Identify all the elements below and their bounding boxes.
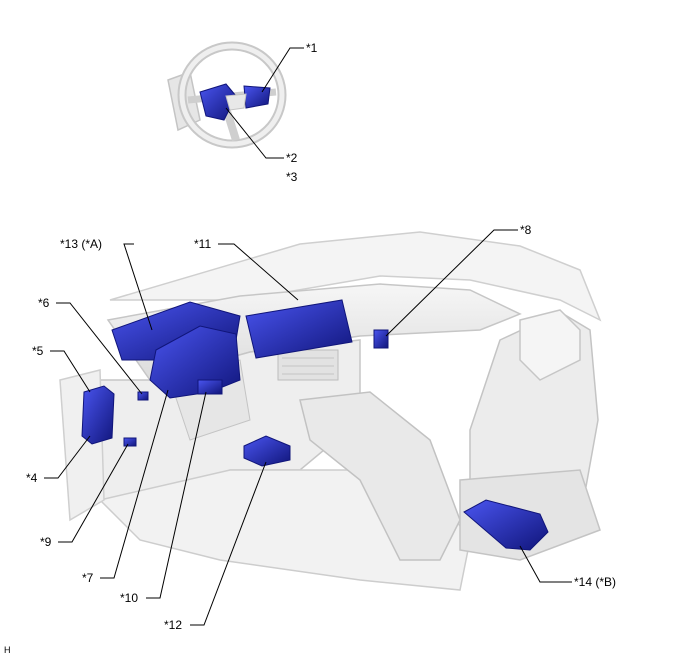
component-9-connector [123, 437, 137, 447]
steering-pad-switch-right [243, 85, 271, 109]
component-4-5-ecu [81, 385, 115, 445]
callout-6: *6 [38, 296, 50, 310]
vehicle-interior-view [59, 231, 602, 591]
callout-3: *3 [286, 170, 298, 184]
component-11-display [245, 299, 353, 359]
steering-wheel-view [167, 41, 287, 149]
callout-12: *12 [164, 618, 183, 632]
steering-wheel-rim-highlight [179, 43, 285, 147]
callout-7: *7 [82, 571, 94, 585]
leader-8 [385, 229, 518, 337]
leader-4 [44, 435, 91, 479]
leader-11 [218, 243, 299, 301]
component-8-module [373, 329, 389, 349]
leader-1 [261, 47, 304, 93]
callout-8: *8 [520, 223, 532, 237]
component-12-ecu [243, 435, 291, 467]
callout-9: *9 [40, 535, 52, 549]
callout-11: *11 [194, 237, 212, 251]
callout-10: *10 [120, 591, 139, 605]
leader-9 [58, 443, 129, 543]
leader-12 [190, 461, 267, 626]
center-console [299, 391, 461, 561]
leader-7 [100, 389, 169, 579]
headrest [519, 309, 581, 381]
leader-6 [56, 302, 143, 395]
callout-14: *14 (*B) [574, 575, 617, 589]
callout-5: *5 [32, 344, 44, 358]
callout-1: *1 [306, 41, 318, 55]
leader-lines [44, 47, 572, 626]
leader-2 [225, 107, 284, 159]
leader-13 [123, 243, 153, 331]
callout-4: *4 [26, 471, 38, 485]
corner-mark: H [4, 645, 11, 655]
component-6-sensor [137, 391, 149, 401]
leader-10 [146, 391, 207, 599]
component-10-module [197, 379, 223, 395]
center-vents [277, 349, 339, 381]
horn-pad [225, 93, 247, 111]
leader-14 [519, 545, 572, 583]
leader-5 [50, 350, 91, 393]
component-14-module [463, 499, 549, 551]
callout-2: *2 [286, 151, 298, 165]
callout-13: *13 (*A) [60, 237, 103, 251]
